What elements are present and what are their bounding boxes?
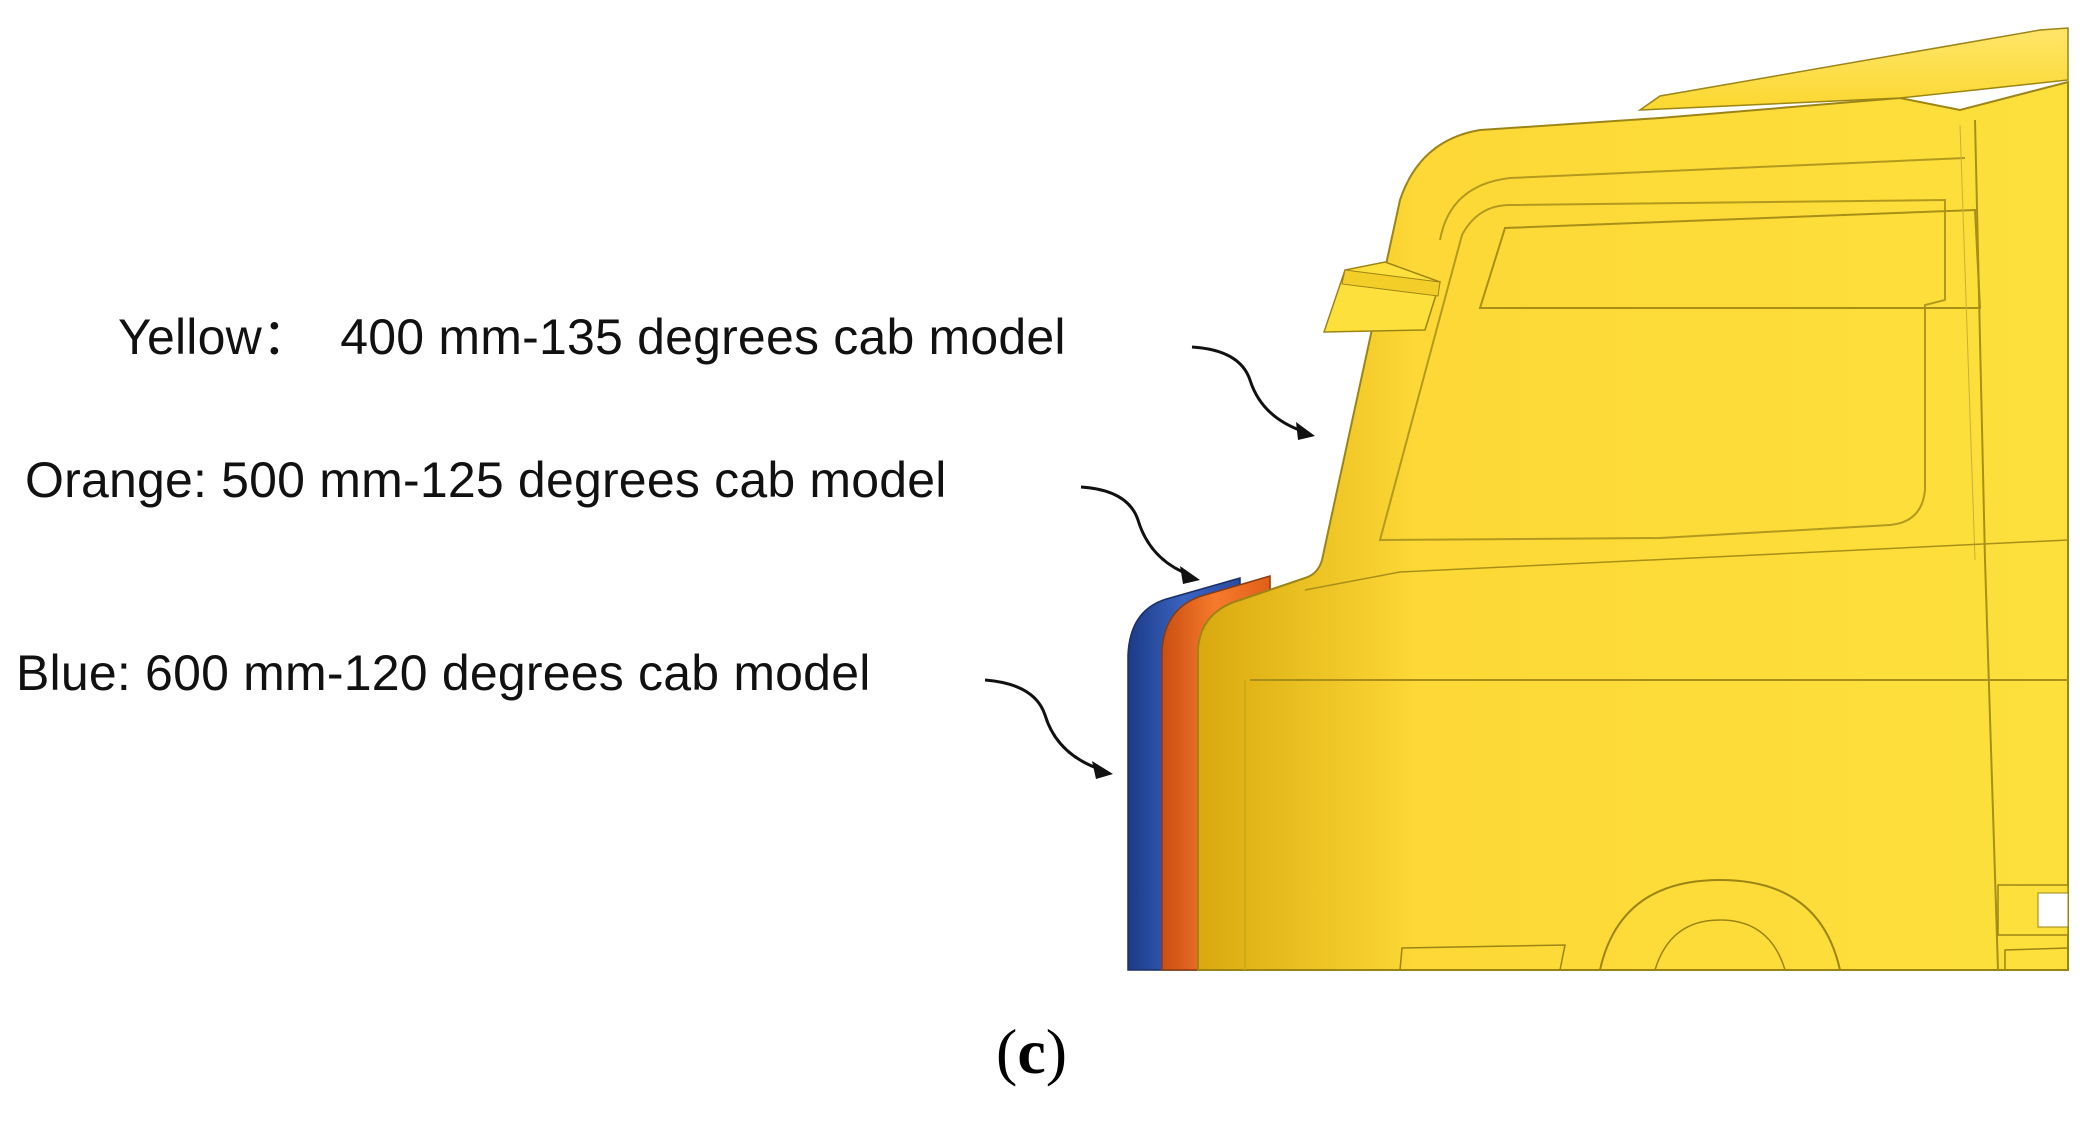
wheel-arch bbox=[1599, 878, 1841, 971]
orange-cab-label: Orange: 500 mm-125 degrees cab model bbox=[25, 452, 947, 508]
yellow-callout-arrow bbox=[1191, 345, 1306, 434]
blue-cab-label: Blue: 600 mm-120 degrees cab model bbox=[16, 645, 871, 701]
panel-label: (c) bbox=[996, 1020, 1067, 1084]
yellow-cab-label: Yellow： 400 mm-135 degrees cab model bbox=[118, 309, 1066, 365]
orange-callout-arrow bbox=[1080, 485, 1191, 577]
panel-open-paren: ( bbox=[996, 1016, 1018, 1087]
side-window bbox=[1378, 198, 1946, 542]
blue-callout-arrow bbox=[984, 678, 1103, 772]
roof-deflector bbox=[1637, 27, 2069, 111]
yellow-cab-body bbox=[1197, 80, 2069, 971]
panel-letter: c bbox=[1017, 1016, 1046, 1087]
panel-close-paren: ) bbox=[1045, 1016, 1068, 1087]
